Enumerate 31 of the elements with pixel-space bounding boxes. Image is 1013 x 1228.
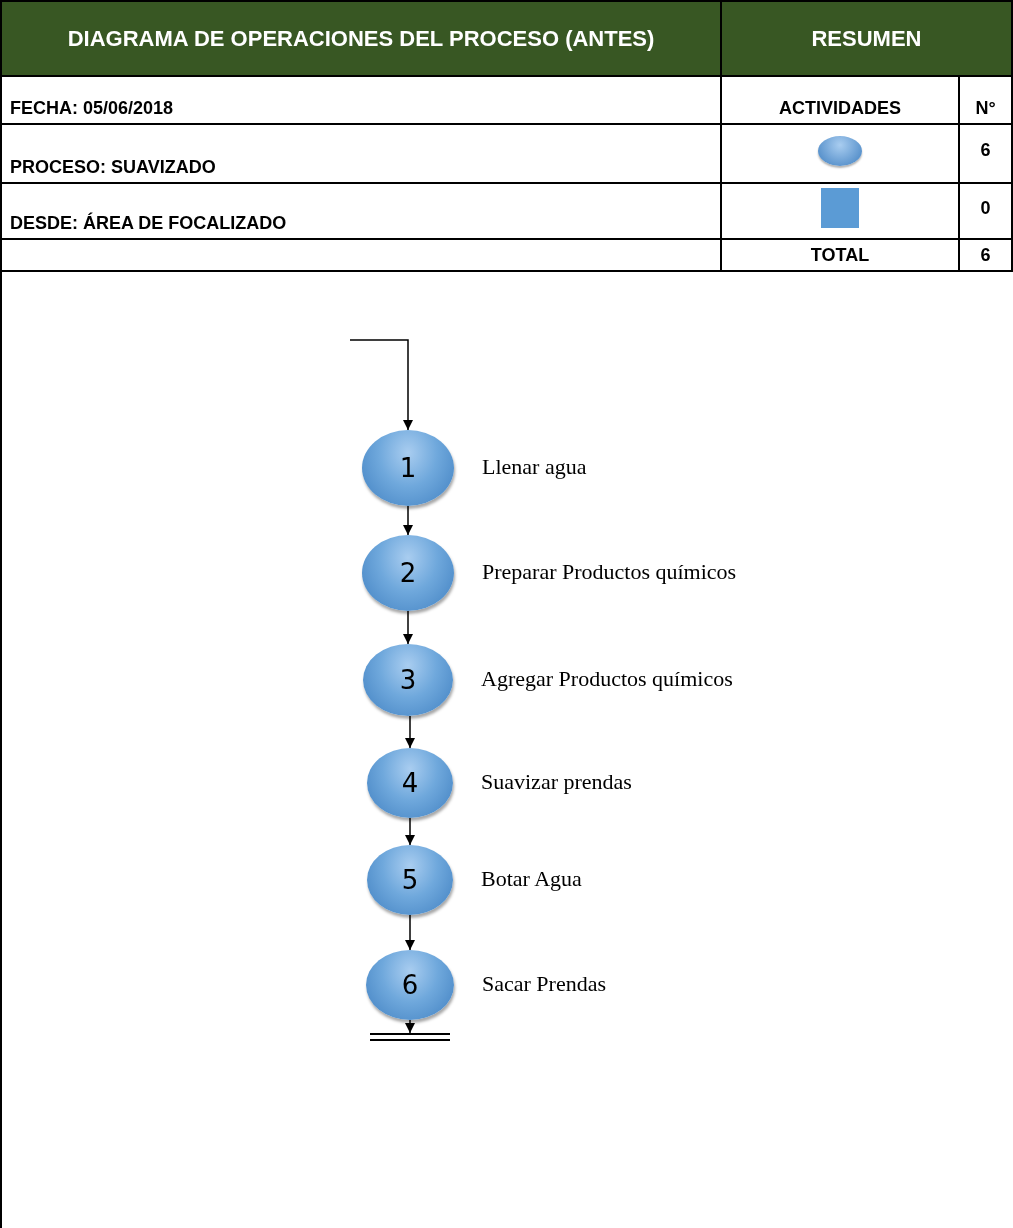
end-symbol	[370, 1033, 450, 1041]
table-cell: 0	[958, 182, 1013, 240]
table-cell: DESDE: ÁREA DE FOCALIZADO	[0, 182, 722, 240]
operation-circle	[366, 950, 454, 1020]
table-cell: FECHA: 05/06/2018	[0, 75, 722, 125]
arrow	[405, 914, 415, 951]
arrow	[405, 1019, 415, 1034]
step-description: Agregar Productos químicos	[481, 666, 733, 692]
step-description: Suavizar prendas	[481, 769, 632, 795]
arrow	[349, 339, 413, 431]
step-description: Botar Agua	[481, 866, 582, 892]
title-cell: DIAGRAMA DE OPERACIONES DEL PROCESO (ANTES)	[0, 0, 722, 77]
table-cell: 6	[958, 123, 1013, 184]
step-number: 2	[399, 558, 417, 588]
arrow	[403, 610, 413, 645]
arrow	[405, 817, 415, 846]
step-description: Sacar Prendas	[482, 971, 606, 997]
step-description: Preparar Productos químicos	[482, 559, 737, 585]
arrow	[403, 505, 413, 536]
step-number: 5	[401, 865, 419, 895]
operation-circle	[367, 845, 453, 915]
step-number: 1	[399, 453, 417, 483]
step-number: 6	[401, 970, 419, 1000]
header-cell: RESUMEN	[720, 0, 1013, 77]
table-cell: PROCESO: SUAVIZADO	[0, 123, 722, 184]
operation-circle	[367, 748, 453, 818]
table-cell: N°	[958, 75, 1013, 125]
step-description: Llenar agua	[482, 454, 587, 480]
arrow	[405, 715, 415, 749]
step-number: 4	[401, 768, 419, 798]
step-number: 3	[399, 665, 417, 695]
